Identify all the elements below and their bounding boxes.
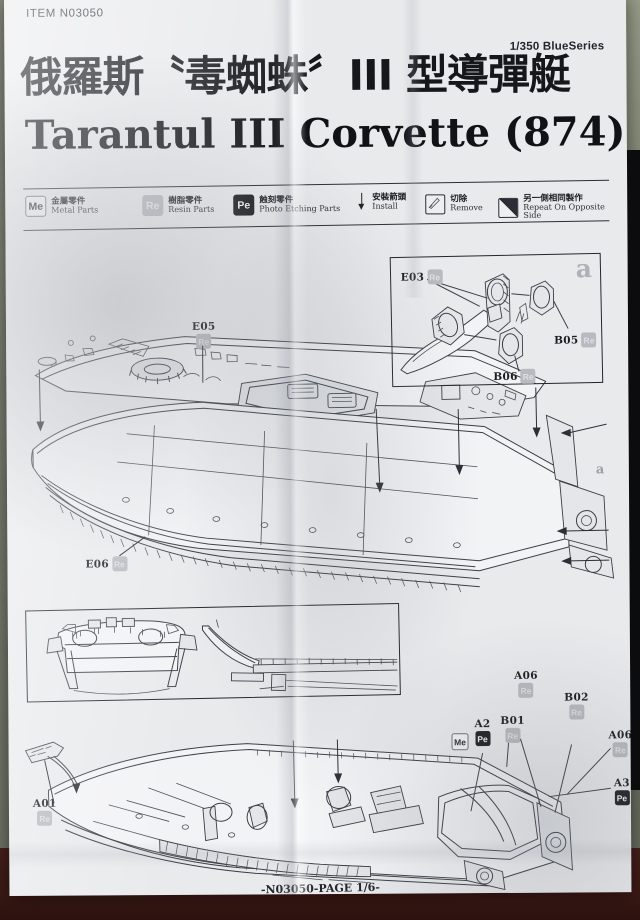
badge-re-icon: Re <box>520 368 536 384</box>
legend-resin-en: Resin Parts <box>168 204 215 214</box>
badge-me-icon: Me <box>25 195 47 217</box>
badge-re-icon: Re <box>37 810 53 826</box>
badge-re-icon: Re <box>196 333 212 349</box>
instruction-sheet: ITEM N03050 1/350 BlueSeries 俄羅斯〝毒蜘蛛〞III… <box>4 0 632 896</box>
legend-item-remove: 切除 Remove <box>425 194 483 215</box>
callout-A06-code: A06 <box>608 729 632 742</box>
panel-mid-drawing <box>46 617 398 695</box>
callout-E06: E06 Re <box>85 556 128 572</box>
legend-metal-en: Metal Parts <box>51 205 99 215</box>
badge-re-icon: Re <box>518 682 534 698</box>
symbol-legend: Me 金屬零件 Metal Parts Re 樹脂零件 Resin Parts … <box>25 188 625 226</box>
badge-re-icon: Re <box>111 556 128 572</box>
badge-re-icon: Re <box>142 195 164 217</box>
callout-B06: B06 Re <box>493 368 536 384</box>
legend-item-photo-etch: Pe 蝕刻零件 Photo Etching Parts <box>233 194 340 216</box>
legend-item-metal: Me 金屬零件 Metal Parts <box>25 195 99 217</box>
badge-re-icon: Re <box>569 704 585 720</box>
install-arrow-icon <box>357 193 367 213</box>
callout-E03-code: E03 <box>400 270 425 284</box>
callout-A06-top: A06 Re <box>514 670 538 698</box>
badge-pe-icon: Pe <box>475 731 491 747</box>
badge-pe-icon: Pe <box>614 790 630 806</box>
knife-remove-icon <box>425 194 446 215</box>
callout-A3: A3 Pe <box>613 777 630 806</box>
callout-A06-right: A06 Re <box>608 729 632 758</box>
legend-item-repeat-opposite: 另一側相同製作 Repeat On Opposite Side <box>498 193 625 221</box>
callout-E05: E05 Re <box>192 321 216 349</box>
callout-B01-code: B01 <box>500 714 525 727</box>
callout-B05-code: B05 <box>554 333 579 347</box>
callout-E05-code: E05 <box>191 320 216 333</box>
lower-hull-drawing <box>24 739 573 891</box>
badge-me-icon: Me <box>451 733 469 751</box>
legend-item-resin: Re 樹脂零件 Resin Parts <box>142 195 215 217</box>
badge-pe-icon: Pe <box>233 194 255 216</box>
badge-re-icon: Re <box>612 742 628 758</box>
legend-remove-en: Remove <box>450 203 483 213</box>
callout-A06-code: A06 <box>514 669 538 682</box>
callout-A2: A2 Pe <box>474 718 491 747</box>
callout-A2-code: A2 <box>474 718 491 731</box>
legend-repeat-en: Repeat On Opposite Side <box>523 202 605 221</box>
callout-E06-code: E06 <box>85 557 109 571</box>
badge-re-icon: Re <box>505 727 521 743</box>
detail-inset-panel-a: a <box>389 252 604 388</box>
callout-Me: Me <box>451 733 469 751</box>
inset-a-drawing <box>400 273 569 375</box>
inset-letter-a: a <box>575 254 593 284</box>
callout-B05: B05 Re <box>554 332 597 348</box>
badge-re-icon: Re <box>427 269 443 285</box>
callout-E03: E03 Re <box>400 269 443 285</box>
callout-A3-code: A3 <box>613 777 630 790</box>
badge-re-icon: Re <box>581 332 597 348</box>
callout-B02-code: B02 <box>564 691 589 704</box>
legend-install-en: Install <box>372 201 398 212</box>
legend-item-install: 安裝箭頭 Install <box>357 193 406 213</box>
hull-marker-a: a <box>595 462 605 478</box>
callout-B01: B01 Re <box>500 715 525 743</box>
callout-B02: B02 Re <box>564 691 589 720</box>
title-english: Tarantul III Corvette (874) <box>24 108 626 159</box>
repeat-opposite-icon <box>498 197 519 218</box>
title-chinese: 俄羅斯〝毒蜘蛛〞III 型導彈艇 <box>20 49 571 102</box>
item-number: ITEM N03050 <box>26 7 104 20</box>
callout-B06-code: B06 <box>493 370 518 383</box>
legend-etch-en: Photo Etching Parts <box>259 203 341 214</box>
